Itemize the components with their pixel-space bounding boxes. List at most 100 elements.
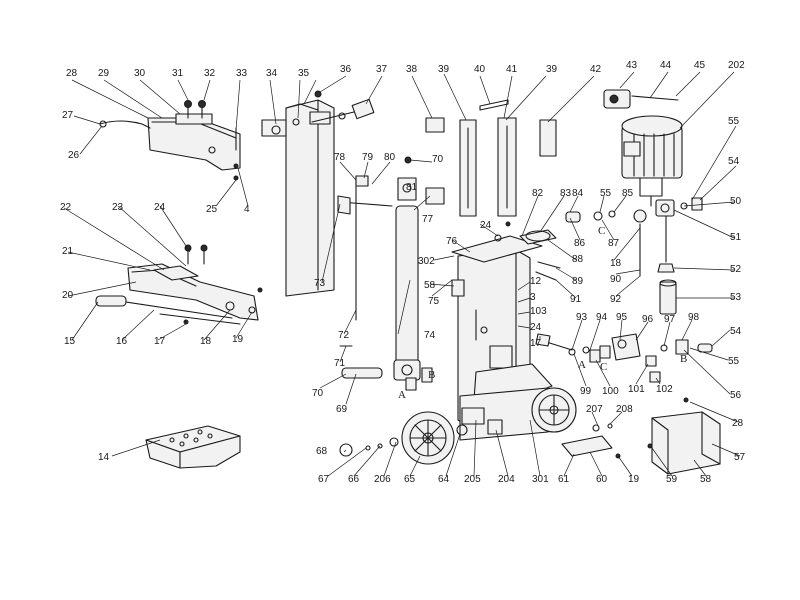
- callout-69: 69: [336, 404, 348, 415]
- callout-labels: 28 29 30 31 32 33 34 35 36 37 38 39 40 4…: [60, 60, 746, 485]
- callout-18-mid: 18: [610, 258, 622, 269]
- callout-54-right: 54: [728, 156, 740, 167]
- callout-88: 88: [572, 254, 584, 265]
- callout-55-right: 55: [728, 116, 740, 127]
- hydraulic-cylinder: [337, 156, 445, 391]
- callout-4: 4: [244, 204, 250, 215]
- callout-3: 3: [530, 292, 536, 303]
- callout-208: 208: [616, 404, 633, 415]
- callout-67: 67: [318, 474, 330, 485]
- callout-14: 14: [98, 452, 110, 463]
- main-frame: [451, 234, 553, 441]
- callout-100: 100: [602, 386, 619, 397]
- callout-32: 32: [204, 68, 216, 79]
- callout-87: 87: [608, 238, 620, 249]
- callout-95: 95: [616, 312, 628, 323]
- callout-19-bottom: 19: [628, 474, 640, 485]
- callout-36: 36: [340, 64, 352, 75]
- callout-301: 301: [532, 474, 549, 485]
- callout-72: 72: [338, 330, 350, 341]
- upper-column: [261, 90, 335, 297]
- lower-lever-assembly: [95, 244, 263, 325]
- callout-42: 42: [590, 64, 602, 75]
- callout-24-center: 24: [530, 322, 542, 333]
- callout-21: 21: [62, 246, 74, 257]
- callout-84: 84: [572, 188, 584, 199]
- wedge-plates: [425, 99, 557, 217]
- callout-82: 82: [532, 188, 544, 199]
- control-valve-block: [535, 333, 713, 383]
- callout-35: 35: [298, 68, 310, 79]
- callout-33: 33: [236, 68, 248, 79]
- callout-76: 76: [446, 236, 458, 247]
- callout-20: 20: [62, 290, 74, 301]
- callout-75: 75: [428, 296, 440, 307]
- callout-45: 45: [694, 60, 706, 71]
- callout-55-lower: 55: [728, 356, 740, 367]
- callout-73: 73: [314, 278, 326, 289]
- callout-28-bottom: 28: [732, 418, 744, 429]
- callout-204: 204: [498, 474, 515, 485]
- ref-letter-c-valve-left: C: [600, 361, 607, 373]
- callout-83: 83: [560, 188, 572, 199]
- connection-references: A B A C C B: [398, 225, 687, 401]
- callout-90: 90: [610, 274, 622, 285]
- ref-letter-a-valve: A: [578, 359, 586, 371]
- callout-59: 59: [666, 474, 678, 485]
- callout-70-bottom: 70: [312, 388, 324, 399]
- callout-58-bottom: 58: [700, 474, 712, 485]
- callout-77: 77: [422, 214, 434, 225]
- callout-57: 57: [734, 452, 746, 463]
- callout-91: 91: [570, 294, 582, 305]
- callout-65: 65: [404, 474, 416, 485]
- callout-78: 78: [334, 152, 346, 163]
- control-lever-assembly: [99, 100, 241, 181]
- callout-86: 86: [574, 238, 586, 249]
- callout-39: 39: [438, 64, 450, 75]
- callout-43: 43: [626, 60, 638, 71]
- callout-50: 50: [730, 196, 742, 207]
- callout-54-lower: 54: [730, 326, 742, 337]
- callout-80: 80: [384, 152, 396, 163]
- callout-74: 74: [424, 330, 436, 341]
- foot-plate: [145, 425, 241, 469]
- switch-box: [603, 89, 679, 109]
- callout-15: 15: [64, 336, 76, 347]
- callout-40: 40: [474, 64, 486, 75]
- callout-55-mid: 55: [600, 188, 612, 199]
- callout-17-center: 17: [530, 338, 542, 349]
- callout-99: 99: [580, 386, 592, 397]
- callout-302: 302: [418, 256, 435, 267]
- callout-19-left: 19: [232, 334, 244, 345]
- callout-89: 89: [572, 276, 584, 287]
- callout-205: 205: [464, 474, 481, 485]
- callout-94: 94: [596, 312, 608, 323]
- fittings-set: [505, 209, 647, 281]
- electric-motor: [621, 115, 683, 207]
- callout-44: 44: [660, 60, 672, 71]
- callout-25: 25: [206, 204, 218, 215]
- callout-60: 60: [596, 474, 608, 485]
- bottom-cover: [561, 397, 721, 475]
- callout-85: 85: [622, 188, 634, 199]
- callout-22: 22: [60, 202, 72, 213]
- callout-24-left: 24: [154, 202, 166, 213]
- ref-letter-b-cylinder: B: [428, 369, 435, 381]
- ref-letter-a-cylinder: A: [398, 389, 406, 401]
- callout-39b: 39: [546, 64, 558, 75]
- callout-30: 30: [134, 68, 146, 79]
- handle-rod: [311, 98, 375, 123]
- callout-68: 68: [316, 446, 328, 457]
- ref-letter-b-valve: B: [680, 353, 687, 365]
- callout-101: 101: [628, 384, 645, 395]
- callout-17-left: 17: [154, 336, 166, 347]
- wheels: [339, 387, 577, 465]
- callout-34: 34: [266, 68, 278, 79]
- callout-29: 29: [98, 68, 110, 79]
- callout-71: 71: [334, 358, 346, 369]
- callout-64: 64: [438, 474, 450, 485]
- callout-81: 81: [406, 182, 418, 193]
- valve-connector-set: [655, 197, 703, 315]
- callout-53: 53: [730, 292, 742, 303]
